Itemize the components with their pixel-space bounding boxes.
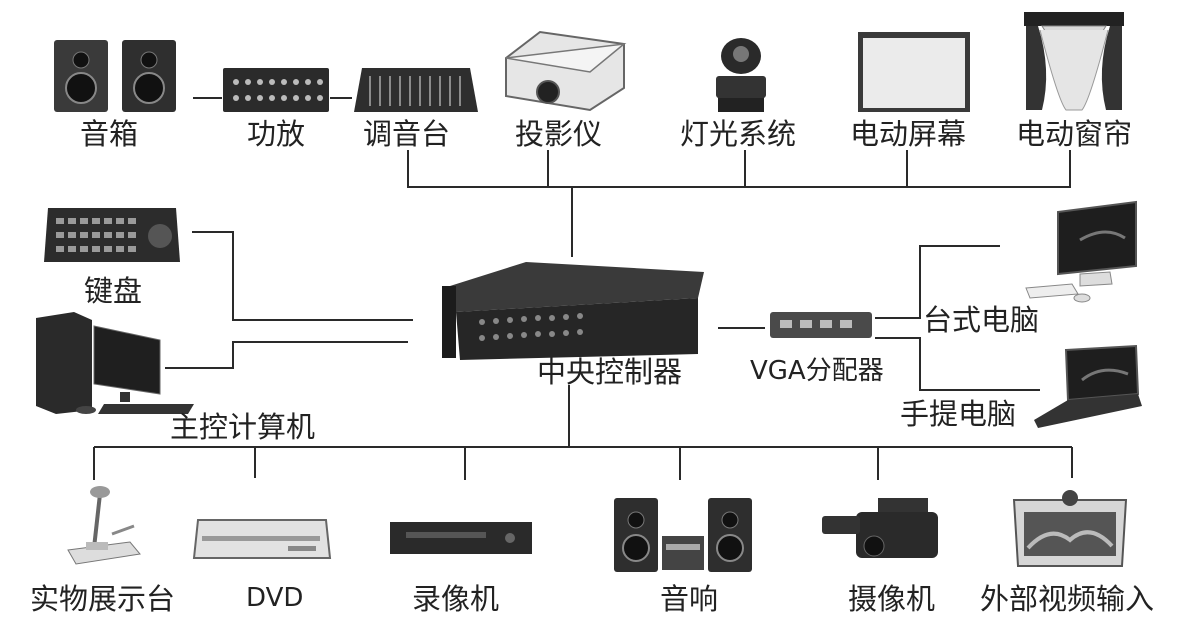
label-camera: 摄像机 xyxy=(848,582,936,616)
label-electric-curtain: 电动窗帘 xyxy=(1016,117,1133,151)
speakers-icon xyxy=(54,40,176,112)
video-camera-icon xyxy=(822,498,938,558)
label-amplifier: 功放 xyxy=(247,117,306,151)
label-audio: 音响 xyxy=(660,582,719,616)
label-dvd: DVD xyxy=(246,583,304,613)
electric-curtain-icon xyxy=(1024,12,1124,111)
edge-host-controller xyxy=(165,341,408,369)
label-laptop: 手提电脑 xyxy=(900,397,1017,431)
edge-vga-laptop xyxy=(875,337,1040,391)
laptop-icon xyxy=(1034,344,1142,428)
control-keyboard-icon xyxy=(44,208,180,262)
label-external-video: 外部视频输入 xyxy=(980,582,1155,616)
label-vga-splitter: VGA分配器 xyxy=(750,356,884,386)
label-lighting: 灯光系统 xyxy=(680,117,797,151)
amplifier-icon xyxy=(223,68,329,112)
edge-top-bus xyxy=(407,150,1071,188)
label-recorder: 录像机 xyxy=(412,582,500,616)
label-projector: 投影仪 xyxy=(515,117,603,151)
desktop-computer-icon xyxy=(1025,200,1137,303)
video-recorder-icon xyxy=(390,522,532,554)
dvd-player-icon xyxy=(192,519,332,559)
label-central-controller: 中央控制器 xyxy=(537,355,683,389)
label-host-computer: 主控计算机 xyxy=(170,410,316,444)
central-controller-icon xyxy=(442,262,704,360)
mixer-icon xyxy=(354,68,478,112)
lighting-icon xyxy=(716,38,766,112)
electric-screen-icon xyxy=(858,32,970,112)
label-document-camera: 实物展示台 xyxy=(30,582,176,616)
label-mixer: 调音台 xyxy=(363,117,451,151)
document-camera-icon xyxy=(67,486,141,565)
label-electric-screen: 电动屏幕 xyxy=(850,117,967,151)
projector-icon xyxy=(505,30,627,112)
label-speakers: 音箱 xyxy=(80,117,139,151)
audio-system-icon xyxy=(614,498,752,572)
label-keyboard: 键盘 xyxy=(84,274,143,308)
label-desktop: 台式电脑 xyxy=(923,303,1040,337)
vga-splitter-icon xyxy=(770,312,872,338)
edge-keyboard-controller xyxy=(192,231,413,321)
host-computer-icon xyxy=(36,312,194,414)
video-conference-icon xyxy=(1012,490,1128,567)
